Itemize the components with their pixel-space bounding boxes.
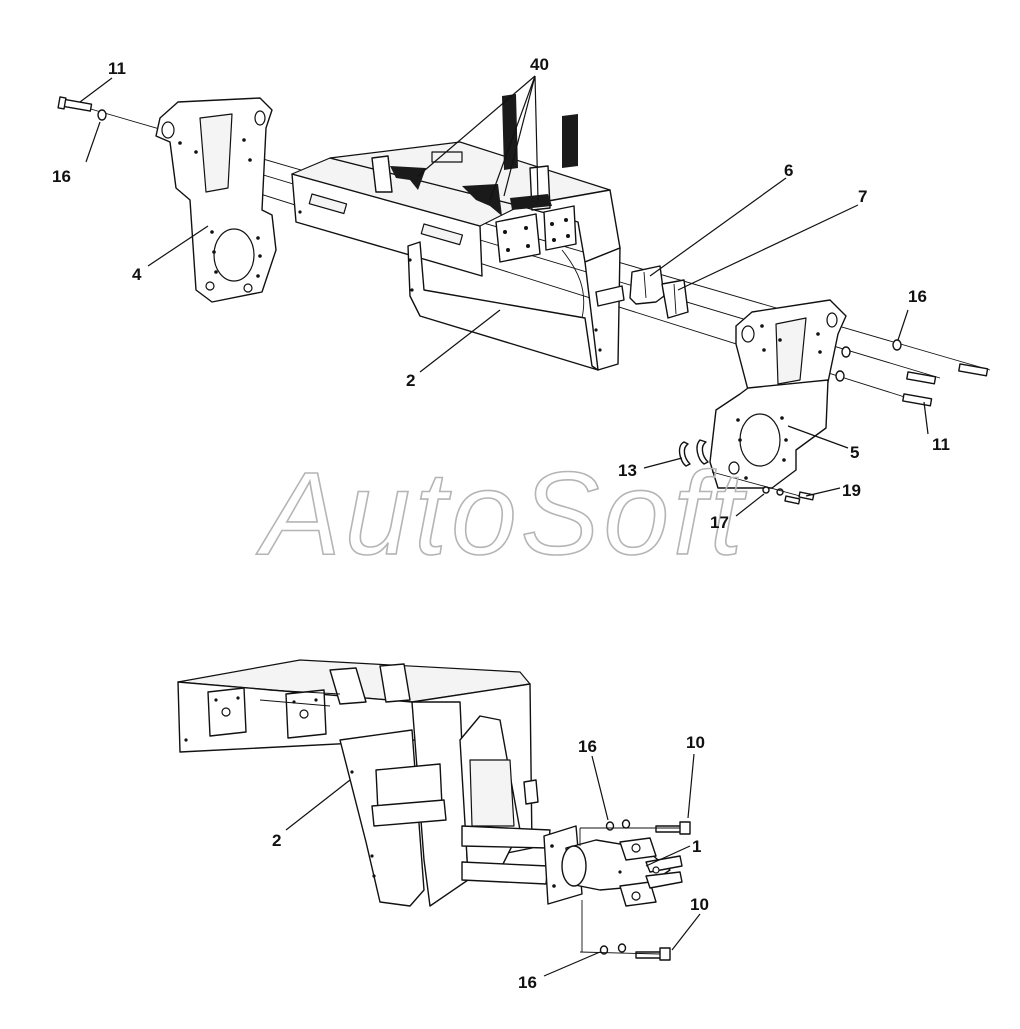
bracket-7 bbox=[661, 279, 689, 319]
callout-16-top-right: 16 bbox=[908, 287, 927, 306]
leader-lines-bottom bbox=[285, 753, 701, 977]
callout-16-bottom-lower: 16 bbox=[518, 973, 537, 992]
callout-2-bottom: 2 bbox=[272, 831, 281, 850]
callout-5: 5 bbox=[850, 443, 859, 462]
callout-17: 17 bbox=[710, 513, 729, 532]
main-frame-2-top bbox=[291, 141, 621, 371]
washers-16-right bbox=[835, 339, 902, 382]
bracket-6 bbox=[629, 265, 665, 305]
callout-10-bottom-upper: 10 bbox=[686, 733, 705, 752]
callout-16-bottom-upper: 16 bbox=[578, 737, 597, 756]
bottom-fasteners bbox=[579, 819, 691, 961]
callout-6: 6 bbox=[784, 161, 793, 180]
bolts-11-right bbox=[902, 363, 989, 407]
washer-16-left bbox=[97, 109, 107, 121]
pivot-axle-1 bbox=[543, 825, 683, 907]
mounting-plate-5 bbox=[709, 299, 847, 489]
callout-11-top-right: 11 bbox=[932, 435, 950, 454]
top-exploded-view bbox=[57, 75, 991, 517]
callout-19: 19 bbox=[842, 481, 861, 500]
leader-lines-top bbox=[79, 75, 929, 517]
callout-2-top: 2 bbox=[406, 371, 415, 390]
main-frame-2-bottom bbox=[177, 659, 551, 907]
callout-1: 1 bbox=[692, 837, 701, 856]
callout-40: 40 bbox=[530, 55, 549, 74]
callout-7: 7 bbox=[858, 187, 867, 206]
callout-10-bottom-lower: 10 bbox=[690, 895, 709, 914]
callout-labels: 11 16 40 6 7 4 2 16 5 11 13 19 17 16 10 … bbox=[52, 55, 950, 992]
mounting-plate-4 bbox=[155, 97, 277, 303]
clips-13 bbox=[678, 439, 709, 467]
callout-16-top-left: 16 bbox=[52, 167, 71, 186]
callout-4: 4 bbox=[132, 265, 142, 284]
bolt-11-left bbox=[57, 96, 93, 112]
callout-13: 13 bbox=[618, 461, 637, 480]
watermark-text: AutoSoft bbox=[256, 448, 747, 580]
callout-11-top-left: 11 bbox=[108, 59, 126, 78]
strap-decals-40 bbox=[502, 94, 578, 170]
bottom-assembly-view bbox=[177, 659, 701, 977]
small-clip bbox=[595, 285, 625, 307]
